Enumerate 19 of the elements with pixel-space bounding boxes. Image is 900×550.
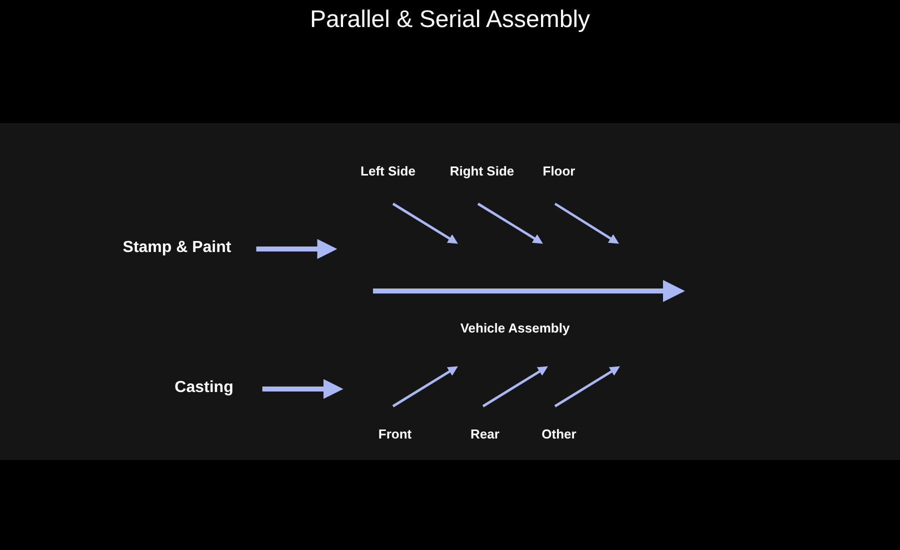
part-label: Front (378, 424, 412, 444)
process-label: Casting (174, 376, 234, 400)
arrow (256, 239, 338, 259)
part-label: Right Side (450, 161, 514, 181)
arrow-caption: Vehicle Assembly (460, 319, 570, 338)
arrow (554, 366, 620, 408)
arrow (477, 202, 543, 244)
process-arrow (373, 279, 685, 303)
arrow (482, 366, 548, 408)
part-label: Rear (470, 424, 500, 444)
process-label: Stamp & Paint (122, 236, 232, 260)
part-label: Left Side (360, 161, 416, 181)
part-label: Floor (542, 161, 576, 181)
arrow (392, 202, 458, 244)
arrow (262, 379, 344, 399)
slide-title: Parallel & Serial Assembly (310, 5, 590, 35)
arrow (392, 366, 458, 408)
part-label: Other (542, 424, 576, 444)
arrow (554, 202, 619, 244)
